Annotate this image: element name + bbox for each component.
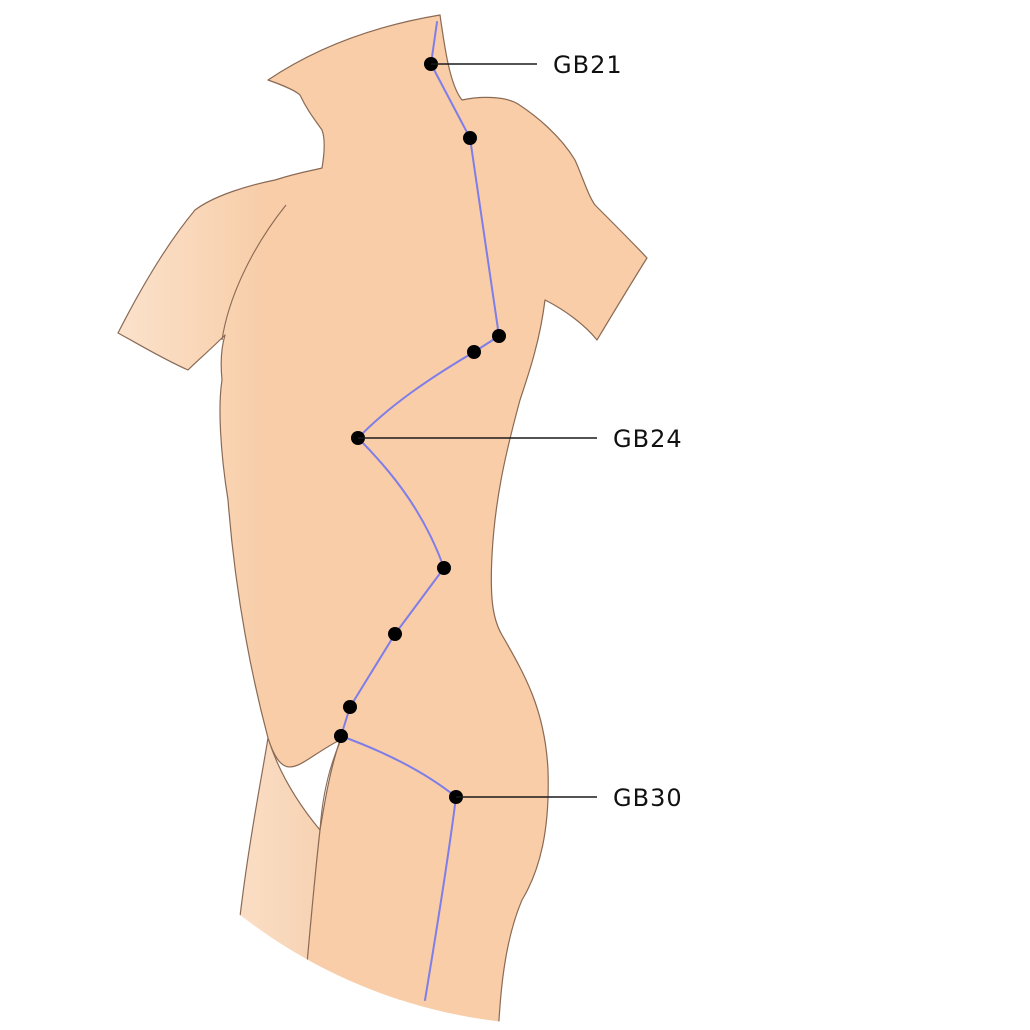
label-gb30: GB30 xyxy=(613,784,683,812)
armpit-contour xyxy=(221,204,287,341)
acupoint xyxy=(388,627,402,641)
acupoint xyxy=(343,700,357,714)
acupoint xyxy=(437,561,451,575)
acupoint xyxy=(463,131,477,145)
hip-contour xyxy=(319,741,341,831)
label-gb24: GB24 xyxy=(613,425,683,453)
acupoint xyxy=(334,729,348,743)
label-gb21: GB21 xyxy=(553,51,623,79)
acupoint xyxy=(467,345,481,359)
body-illustration xyxy=(117,14,648,1025)
torso-silhouette xyxy=(117,14,648,1025)
acupoint xyxy=(492,329,506,343)
